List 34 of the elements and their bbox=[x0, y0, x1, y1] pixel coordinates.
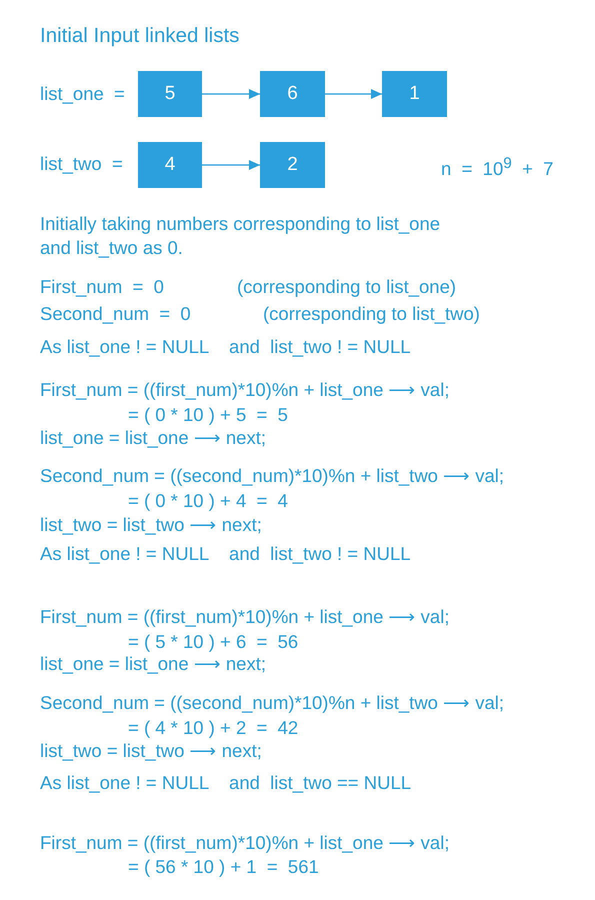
list-node-box: 6 bbox=[260, 71, 325, 117]
list-node-box: 4 bbox=[138, 142, 202, 188]
list-node-box: 5 bbox=[138, 71, 202, 117]
code-line: list_two = list_two ⟶ next; bbox=[40, 740, 262, 762]
arrow bbox=[202, 160, 260, 170]
list-node-box: 1 bbox=[382, 71, 447, 117]
code-line: Second_num = ((second_num)*10)%n + list_two ⟶ val; bbox=[40, 465, 504, 487]
formula-text: n = 10$^{9}$ + 7 bbox=[441, 154, 554, 180]
code-line: list_one = list_one ⟶ next; bbox=[40, 427, 266, 449]
calculation-line: = ( 0 * 10 ) + 5 = 5 bbox=[128, 404, 288, 426]
list-name-label: list_two = bbox=[40, 153, 123, 175]
calculation-line: = ( 4 * 10 ) + 2 = 42 bbox=[128, 717, 298, 739]
condition-text: As list_one ! = NULL and list_two ! = NULL bbox=[40, 543, 411, 565]
calculation-line: = ( 0 * 10 ) + 4 = 4 bbox=[128, 490, 288, 512]
calculation-line: = ( 5 * 10 ) + 6 = 56 bbox=[128, 631, 298, 653]
arrow bbox=[325, 89, 382, 99]
code-line: list_one = list_one ⟶ next; bbox=[40, 653, 266, 675]
arrow bbox=[202, 89, 260, 99]
code-line: First_num = ((first_num)*10)%n + list_one ⟶ val; bbox=[40, 606, 450, 628]
description-text: Initially taking numbers corresponding to list_one and list_two as 0. bbox=[40, 212, 442, 260]
list-node-box: 2 bbox=[260, 142, 325, 188]
title: Initial Input linked lists bbox=[40, 24, 240, 48]
comment-text: (corresponding to list_one) bbox=[237, 276, 456, 298]
code-line: list_two = list_two ⟶ next; bbox=[40, 514, 262, 536]
code-line: Second_num = ((second_num)*10)%n + list_two ⟶ val; bbox=[40, 692, 504, 714]
condition-text: As list_one ! = NULL and list_two == NULL bbox=[40, 772, 412, 794]
assignment-text: Second_num = 0 bbox=[40, 303, 191, 325]
condition-text: As list_one ! = NULL and list_two ! = NULL bbox=[40, 336, 411, 358]
list-name-label: list_one = bbox=[40, 83, 125, 105]
comment-text: (corresponding to list_two) bbox=[263, 303, 480, 325]
code-line: First_num = ((first_num)*10)%n + list_one ⟶ val; bbox=[40, 832, 450, 854]
assignment-text: First_num = 0 bbox=[40, 276, 164, 298]
code-line: First_num = ((first_num)*10)%n + list_one ⟶ val; bbox=[40, 379, 450, 401]
calculation-line: = ( 56 * 10 ) + 1 = 561 bbox=[128, 856, 319, 878]
